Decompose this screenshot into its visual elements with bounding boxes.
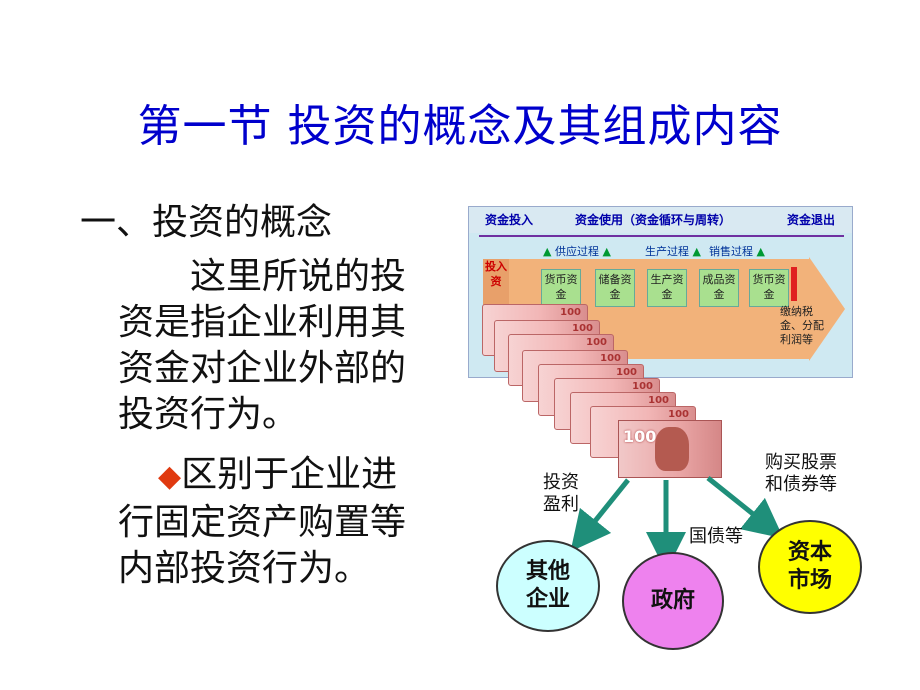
- para1-line2: 资是指企业利用其: [118, 302, 407, 343]
- slide-title: 第一节 投资的概念及其组成内容: [137, 101, 783, 152]
- tax-distribution-text: 缴纳税金、分配利润等: [780, 305, 824, 346]
- circle-capital-market: 资本 市场: [758, 520, 862, 614]
- label-government-bonds: 国债等: [689, 526, 743, 547]
- para2-line1-text: 区别于企业进: [181, 454, 398, 495]
- para2-line2: 行固定资产购置等: [118, 502, 407, 543]
- banknote-value: 100: [668, 409, 689, 420]
- invest-box: 投入资: [483, 259, 509, 305]
- flow-header: 资金投入 资金使用（资金循环与周转） 资金退出: [469, 207, 852, 233]
- arrow-to-capital-market: [706, 476, 784, 539]
- body-text: 一、投资的概念 这里所说的投 资是指企业利用其 资金对企业外部的 投资行为。 ◆…: [80, 200, 450, 592]
- para1-line3: 资金对企业外部的: [118, 348, 407, 389]
- header-capital-in: 资金投入: [485, 213, 534, 227]
- timeline-bar: [479, 235, 844, 237]
- banknote-value: 100: [560, 307, 581, 318]
- phase-supply: ▲ 供应过程 ▲: [543, 243, 611, 259]
- header-capital-out: 资金退出: [787, 213, 836, 227]
- phase-supply-label: 供应过程: [554, 245, 599, 258]
- banknote-value: 100: [632, 381, 653, 392]
- label-investment-profit: 投资 盈利: [543, 472, 579, 515]
- box-currency-funds-2: 货币资金: [749, 269, 789, 307]
- portrait-icon: [655, 427, 689, 471]
- banknote-front: 100: [618, 420, 722, 478]
- phase-marker-icon: ▲: [602, 245, 611, 258]
- para1-line1: 这里所说的投: [190, 256, 407, 297]
- arrow-to-other-companies: [570, 478, 630, 552]
- banknote-value: 100: [572, 323, 593, 334]
- box-production-funds: 生产资金: [647, 269, 687, 307]
- banknote-front-value: 100: [623, 427, 657, 446]
- banknote-value: 100: [616, 367, 637, 378]
- banknote-value: 100: [600, 353, 621, 364]
- phase-marker-icon: ▲: [756, 245, 765, 258]
- circle-other-companies: 其他 企业: [496, 540, 600, 632]
- header-capital-use: 资金使用（资金循环与周转）: [575, 213, 732, 227]
- para2-line1: ◆区别于企业进: [80, 452, 450, 500]
- banknote-value: 100: [586, 337, 607, 348]
- label-buy-stocks-bonds: 购买股票 和债券等: [765, 452, 837, 495]
- phase-sales: 销售过程 ▲: [709, 243, 765, 259]
- box-finished-goods-funds: 成品资金: [699, 269, 739, 307]
- diamond-bullet-icon: ◆: [158, 459, 182, 494]
- phase-sales-label: 销售过程: [709, 245, 753, 258]
- para2-line3: 内部投资行为。: [118, 548, 371, 589]
- section-heading: 一、投资的概念: [80, 202, 333, 243]
- phase-production-label: 生产过程: [645, 245, 689, 258]
- box-reserve-funds: 储备资金: [595, 269, 635, 307]
- para1-line4: 投资行为。: [118, 394, 299, 435]
- phase-marker-icon: ▲: [543, 245, 552, 258]
- box-currency-funds: 货币资金: [541, 269, 581, 307]
- banknote-value: 100: [648, 395, 669, 406]
- phase-marker-icon: ▲: [692, 245, 701, 258]
- phase-production: 生产过程 ▲: [645, 243, 701, 259]
- exit-marker: [791, 267, 797, 301]
- flow-arrow-tip: [809, 257, 845, 361]
- circle-government: 政府: [622, 552, 724, 650]
